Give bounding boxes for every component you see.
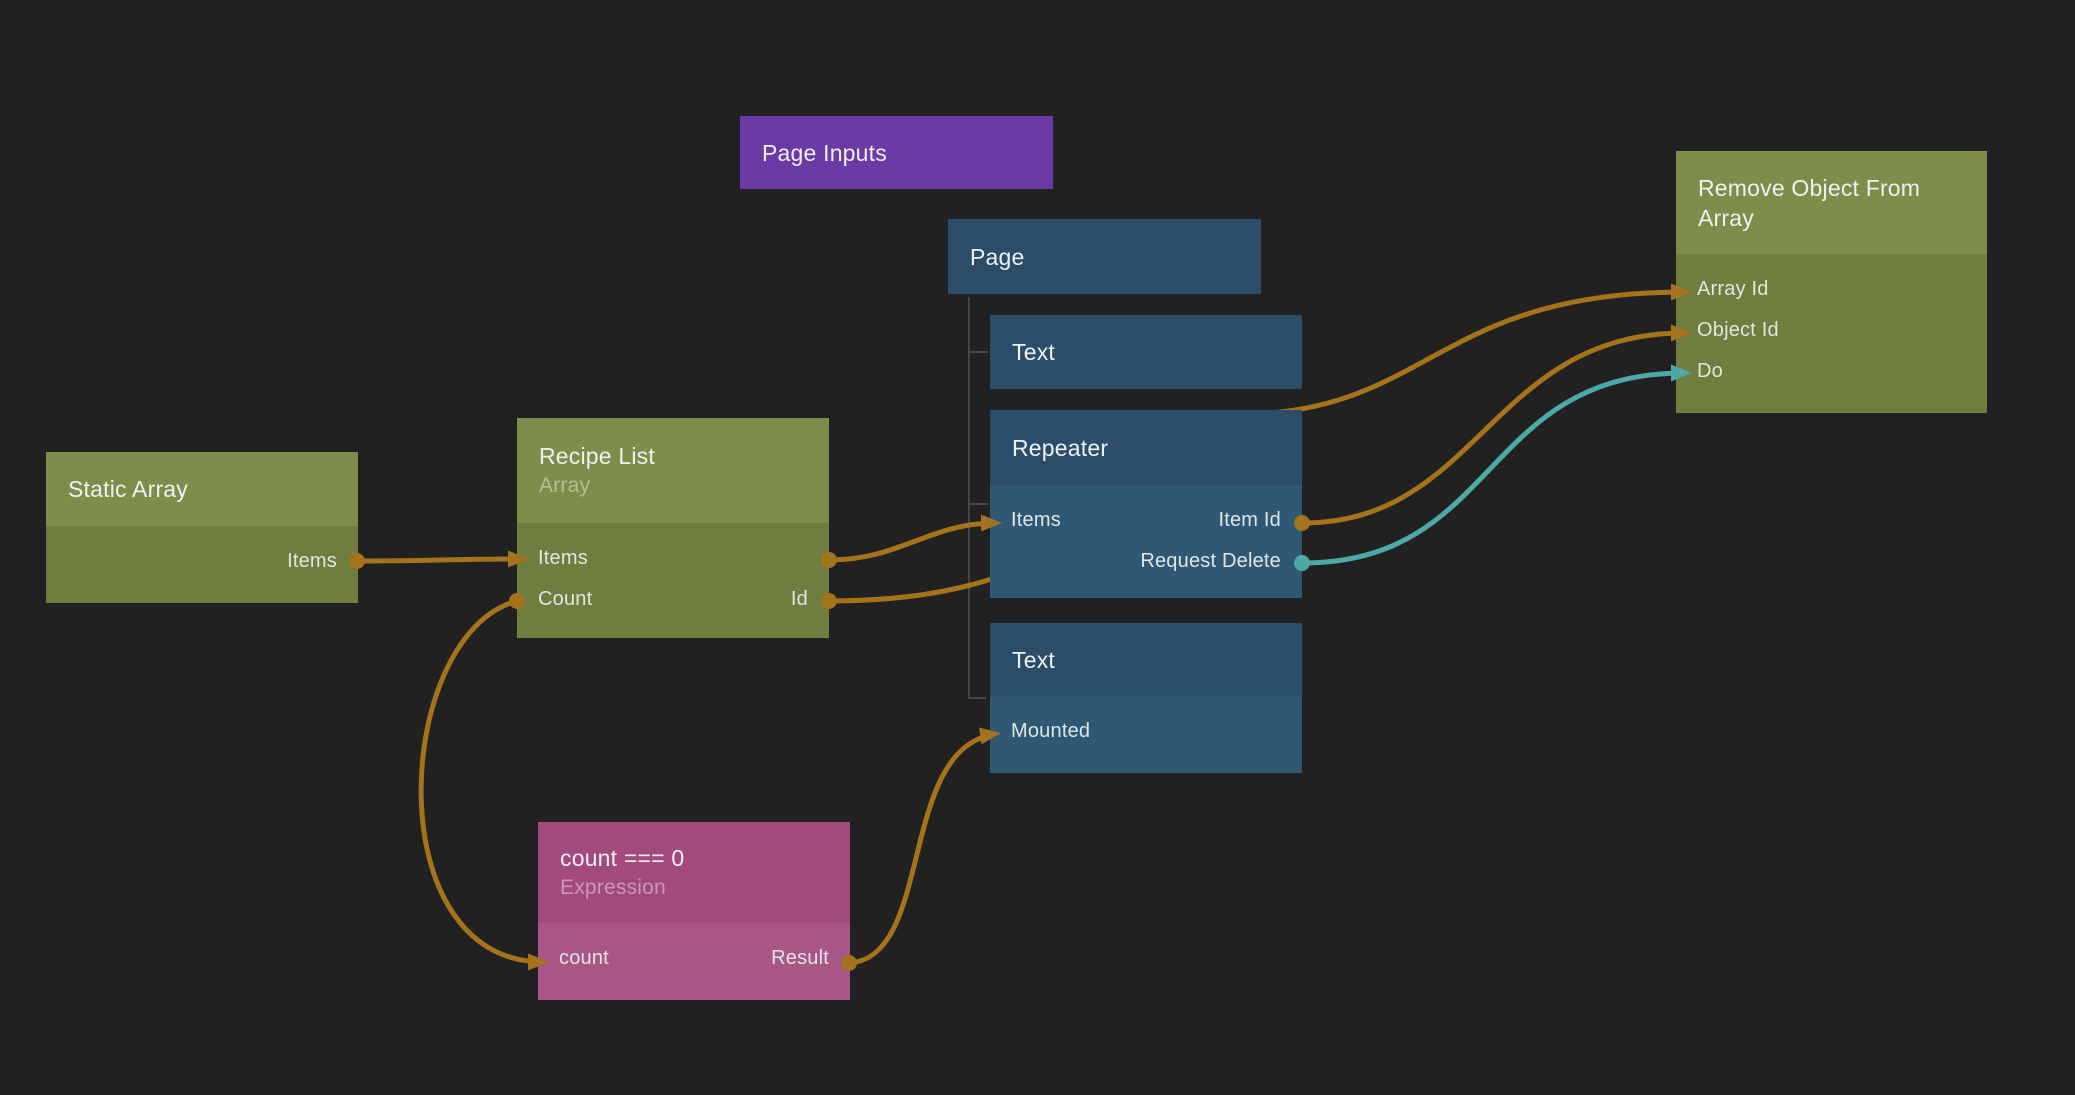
- port-row[interactable]: Mounted: [990, 711, 1302, 752]
- node-title: Repeater: [1012, 434, 1109, 461]
- node-ports-section: count Result: [538, 923, 850, 979]
- port-label-left: Count: [538, 588, 593, 610]
- port-row[interactable]: Count Id: [517, 579, 829, 620]
- port-label-left: Mounted: [1011, 720, 1091, 742]
- port-row[interactable]: Do: [1676, 351, 1987, 392]
- node-ports-section: Array Id Object Id Do: [1676, 254, 1987, 392]
- port-label-left: Array Id: [1697, 278, 1769, 300]
- node-page[interactable]: Page: [948, 219, 1261, 294]
- port-label-left: Do: [1697, 360, 1723, 382]
- port-row[interactable]: Items: [517, 538, 829, 579]
- port-row[interactable]: Items: [46, 541, 358, 582]
- port-row[interactable]: count Result: [538, 938, 850, 979]
- node-title: Text: [1012, 646, 1055, 673]
- port-label-left: count: [559, 947, 609, 969]
- port-label-left: Items: [538, 547, 588, 569]
- port-label-right: Result: [771, 947, 829, 969]
- node-title: Page: [970, 243, 1025, 270]
- node-header: Page Inputs: [740, 116, 1053, 189]
- node-header: count === 0 Expression: [538, 822, 850, 923]
- node-subtitle: Expression: [560, 876, 666, 899]
- node-title: count === 0: [560, 845, 685, 871]
- node-title: Remove Object From Array: [1698, 174, 1926, 231]
- node-ports-section: Items: [46, 526, 358, 582]
- wire-repeater-item-id-to-remove-object-id[interactable]: [1301, 330, 1686, 526]
- port-label-right: Id: [790, 588, 808, 610]
- node-expression[interactable]: count === 0 Expression count Result: [538, 822, 850, 1000]
- node-ports-section: Mounted: [990, 696, 1302, 752]
- node-title: Page Inputs: [762, 139, 887, 166]
- wire-static-array-items-to-recipe-list-items[interactable]: [356, 556, 521, 564]
- wire-recipe-list-count-to-expression-count[interactable]: [418, 598, 543, 965]
- node-header: Repeater: [990, 410, 1302, 485]
- node-text-1[interactable]: Text: [990, 315, 1302, 389]
- port-label-left: Object Id: [1697, 319, 1779, 341]
- wire-expression-result-to-text-mounted[interactable]: [848, 731, 997, 966]
- node-header: Text: [990, 315, 1302, 389]
- node-page-inputs[interactable]: Page Inputs: [740, 116, 1053, 189]
- node-title: Static Array: [68, 476, 188, 502]
- port-row[interactable]: Request Delete: [990, 541, 1302, 582]
- node-header: Text: [990, 623, 1302, 696]
- wire-repeater-request-delete-to-remove-do[interactable]: [1301, 370, 1686, 566]
- port-row[interactable]: Array Id: [1676, 269, 1987, 310]
- node-title: Recipe List: [539, 443, 655, 469]
- port-label-right: Items: [287, 550, 337, 572]
- port-label-right: Request Delete: [1140, 550, 1281, 572]
- node-title: Text: [1012, 339, 1055, 365]
- node-subtitle: Array: [539, 474, 591, 497]
- node-header: Remove Object From Array: [1676, 151, 1987, 254]
- port-label-right: Item Id: [1218, 509, 1281, 531]
- port-row[interactable]: Object Id: [1676, 310, 1987, 351]
- wire-recipe-list-items-to-repeater-items[interactable]: [828, 520, 996, 563]
- node-header: Page: [948, 219, 1261, 294]
- tree-connector-line: [968, 297, 986, 699]
- node-ports-section: Items Item Id Request Delete: [990, 485, 1302, 582]
- port-label-left: Items: [1011, 509, 1061, 531]
- port-row[interactable]: Items Item Id: [990, 500, 1302, 541]
- node-header: Static Array: [46, 452, 358, 526]
